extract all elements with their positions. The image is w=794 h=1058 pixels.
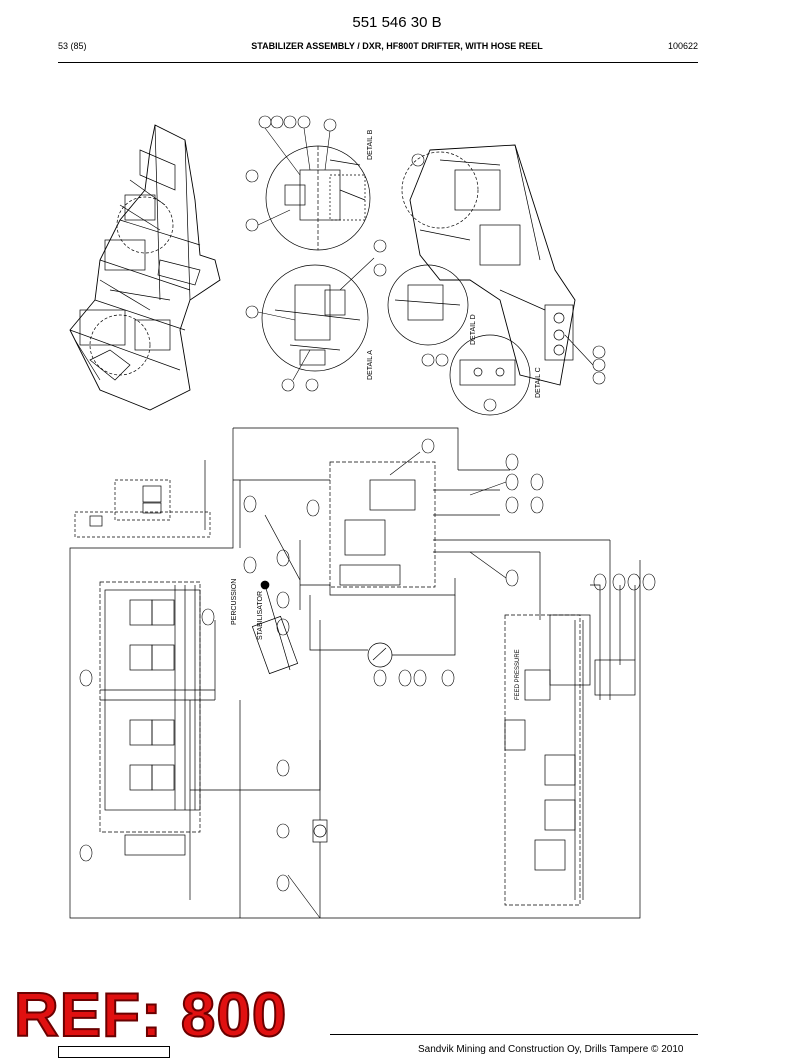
date-code: 100622	[667, 41, 698, 51]
header-rule	[58, 62, 698, 63]
stabilisator-label: STABILISATOR	[257, 591, 264, 640]
detail-b-label: DETAIL B	[367, 129, 374, 160]
detail-a-label: DETAIL A	[367, 350, 374, 380]
percussion-label: PERCUSSION	[231, 579, 238, 625]
machine-isometric-drawing	[69, 124, 221, 411]
page-number: 53 (85)	[58, 41, 87, 51]
item-callouts-top	[245, 115, 606, 412]
page-title: STABILIZER ASSEMBLY / DXR, HF800T DRIFTE…	[251, 41, 543, 51]
reference-stamp: REF: 800	[13, 981, 288, 1050]
hydraulic-schematic	[69, 427, 641, 919]
hose-reel-isometric-drawing	[401, 144, 576, 386]
footer-rule	[330, 1034, 698, 1035]
detail-c	[449, 334, 531, 416]
detail-d-label: DETAIL D	[470, 314, 477, 345]
feed-pressure-label: FEED PRESSURE	[515, 649, 521, 700]
item-callouts-schematic	[79, 438, 656, 919]
document-number: 551 546 30 B	[352, 14, 442, 31]
sandvik-logo	[58, 1046, 170, 1058]
detail-a	[261, 264, 369, 372]
valve-section	[124, 599, 186, 856]
detail-c-label: DETAIL C	[535, 367, 542, 398]
detail-d	[387, 264, 469, 346]
detail-b	[265, 145, 371, 251]
footer-copyright: Sandvik Mining and Construction Oy, Dril…	[418, 1044, 684, 1055]
